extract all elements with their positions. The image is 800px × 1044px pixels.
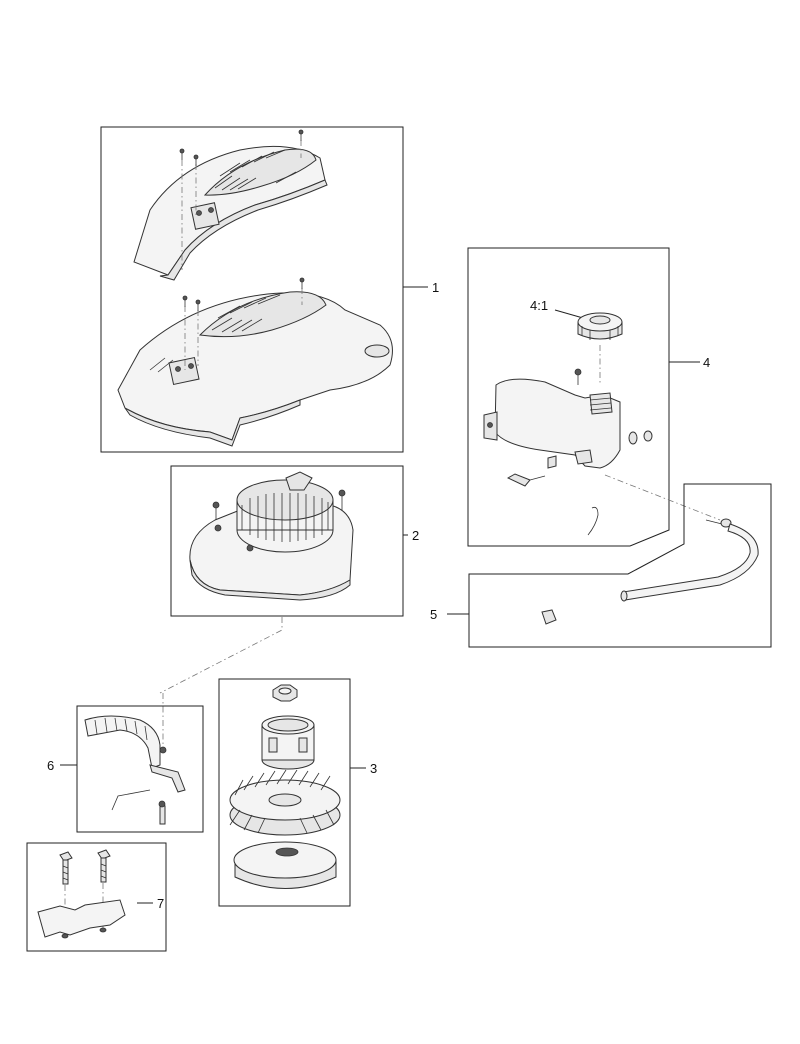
group-7-guard-plate: 7 (26, 842, 167, 952)
throttle-bolt (158, 800, 166, 825)
leader-4-1 (554, 309, 584, 319)
box-2 (170, 465, 404, 617)
flywheel-fan (229, 769, 341, 836)
fuel-hose (622, 523, 759, 601)
starter-cup (261, 715, 315, 770)
guard-bolt-2 (97, 849, 111, 883)
flywheel-nut (272, 684, 298, 702)
callout-7: 7 (157, 896, 164, 911)
box-4 (467, 247, 670, 547)
box-3 (218, 678, 351, 907)
hose-clip (541, 609, 557, 625)
fuel-cap (577, 312, 623, 340)
callout-1: 1 (432, 280, 439, 295)
callout-3: 3 (370, 761, 377, 776)
group-3-flywheel: 3 (218, 678, 377, 907)
group-1-engine-shrouds: 1 (100, 126, 439, 453)
callout-4: 4 (703, 355, 710, 370)
callout-2: 2 (412, 528, 419, 543)
group-5-fuel-line: 5 (430, 483, 772, 648)
callout-5: 5 (430, 607, 437, 622)
fuel-line-clip (587, 506, 599, 536)
fuel-shutoff-screw (506, 473, 546, 487)
fuel-tank-body (483, 378, 621, 469)
upper-shroud (133, 129, 328, 281)
starter-handle (285, 471, 313, 491)
hose-clamp (720, 518, 732, 528)
lower-shroud (117, 277, 393, 447)
tank-washer (628, 430, 653, 445)
box-5 (468, 483, 772, 648)
group-6-throttle: 6 (47, 693, 204, 833)
guard-plate (37, 899, 126, 938)
flywheel-disc (233, 841, 337, 889)
callout-6: 6 (47, 758, 54, 773)
group-2-recoil-starter: 2 (159, 465, 419, 694)
callout-4-1: 4:1 (530, 298, 548, 313)
tank-bolt (574, 368, 582, 385)
box-6 (76, 705, 204, 833)
box-7 (26, 842, 167, 952)
guard-bolt-1 (59, 851, 73, 885)
group-4-fuel-tank: 4 4:1 (467, 247, 721, 547)
throttle-lever (84, 715, 161, 769)
box-1 (100, 126, 404, 453)
